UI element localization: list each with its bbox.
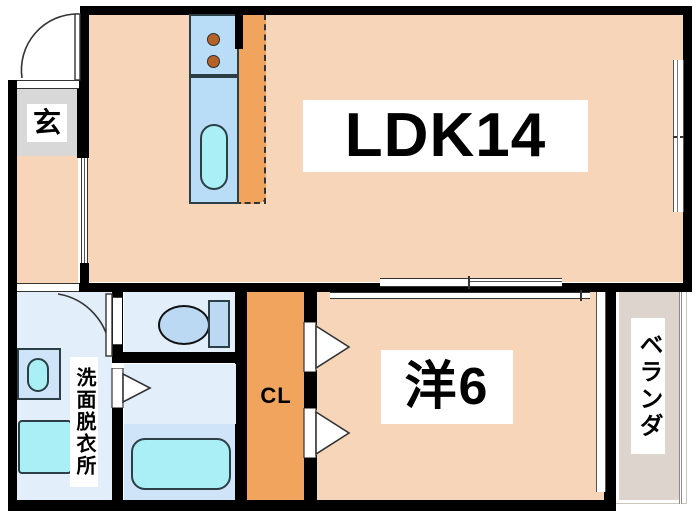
room-top-window[interactable] (330, 292, 590, 299)
hall-ldk-sliding-door-leaf[interactable] (84, 158, 87, 263)
burner-rear-icon (207, 55, 220, 68)
wall-washroom-right-lower (112, 408, 123, 511)
wall-ldk-bottom (8, 283, 692, 292)
toilet-bowl (158, 305, 210, 345)
closet-label: CL (249, 380, 303, 412)
closet-label-text: CL (260, 383, 292, 408)
entrance-door-sill (17, 80, 79, 89)
veranda-label-text: ベランダ (635, 332, 662, 440)
closet-folding-door-lower[interactable] (303, 408, 351, 458)
wall-genkan-right (77, 80, 86, 158)
wall-ldk-left-lower (80, 263, 89, 292)
wall-closet-right (304, 283, 317, 325)
wall-closet-right-mid (304, 370, 317, 410)
entrance-swing-door[interactable] (16, 8, 88, 84)
ldk-window-leaf (677, 60, 680, 212)
bath-wash-zone (124, 364, 236, 424)
burner-front-icon (207, 33, 220, 46)
veranda-rail-line (679, 288, 682, 504)
wall-bath-right (235, 283, 247, 511)
wall-toilet-bath (112, 352, 236, 363)
washroom-label-text: 洗面脱衣所 (73, 367, 95, 477)
veranda-sliding-window[interactable] (596, 292, 606, 492)
toilet-tank (208, 300, 230, 348)
veranda-label: ベランダ (631, 318, 665, 454)
kitchen-cabinet-dashed-edge (240, 14, 266, 204)
bathtub (131, 438, 231, 490)
bathroom-folding-door[interactable] (110, 368, 152, 408)
wall-veranda-right (681, 283, 687, 292)
washbasin-bowl (27, 358, 49, 392)
kitchen-wall-nub (235, 14, 243, 49)
room-top-window-jamb (580, 290, 582, 301)
wall-closet-right-lower (304, 455, 317, 511)
genkan-label: 玄 (27, 104, 67, 142)
kitchen-cabinet-dashed-bottom (238, 196, 266, 204)
ldk-room-sliding-door-leaf[interactable] (470, 281, 562, 284)
wall-hall-left (8, 80, 17, 292)
closet-folding-door-upper[interactable] (303, 322, 351, 372)
western-room-label: 洋6 (381, 350, 513, 424)
wall-top-ldk (80, 6, 692, 15)
washing-machine-space (18, 420, 72, 474)
washroom-swing-door[interactable] (44, 292, 114, 362)
ldk-label-text: LDK14 (344, 101, 547, 170)
toilet-door[interactable] (113, 297, 122, 345)
western-room-label-text: 洋6 (404, 358, 490, 416)
genkan-label-text: 玄 (32, 107, 61, 138)
washroom-entry-sill (17, 283, 79, 292)
kitchen-sink-basin (200, 124, 228, 190)
washroom-label: 洗面脱衣所 (70, 357, 98, 487)
ldk-room-sliding-door-jamb (468, 276, 470, 289)
closet-floor (247, 292, 305, 500)
wall-right-outer (683, 6, 692, 285)
wall-room-right (604, 283, 616, 511)
ldk-label: LDK14 (303, 100, 588, 172)
wall-left-lower (8, 283, 17, 511)
